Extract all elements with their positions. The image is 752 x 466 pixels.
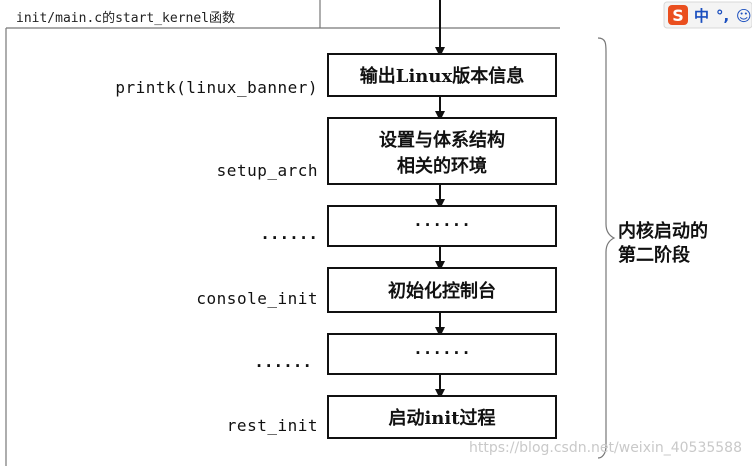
- step-box: [327, 395, 557, 439]
- stage-brace: [597, 37, 616, 459]
- ime-logo-letter: S: [672, 6, 684, 25]
- step-func-label: rest_init: [227, 416, 318, 435]
- step-func-label: ......: [254, 352, 312, 371]
- step-ellipsis-1: ...... ......: [260, 205, 557, 247]
- step-func-label: setup_arch: [217, 161, 318, 180]
- watermark: https://blog.csdn.net/weixin_40535588: [469, 440, 742, 456]
- ime-emoji-icon[interactable]: ☺: [736, 7, 752, 25]
- stage-label-line-1: 内核启动的: [618, 220, 708, 242]
- ime-toolbar[interactable]: S 中 °, ☺: [663, 1, 752, 29]
- step-func-label: printk(linux_banner): [115, 78, 318, 97]
- step-box-text: 初始化控制台: [388, 280, 496, 302]
- step-rest-init: rest_init 启动init过程: [227, 395, 557, 439]
- ime-mode-chinese[interactable]: 中: [694, 7, 709, 25]
- step-func-label: console_init: [196, 289, 318, 308]
- step-printk: printk(linux_banner) 输出Linux版本信息: [115, 53, 557, 97]
- step-box: [327, 267, 557, 313]
- step-box: [327, 333, 557, 375]
- step-func-label: ......: [260, 224, 318, 243]
- step-setup-arch: setup_arch 设置与体系结构 相关的环境: [217, 117, 557, 185]
- step-box-text: 设置与体系结构: [379, 129, 505, 151]
- stage-label-line-2: 第二阶段: [618, 244, 691, 266]
- ime-punctuation[interactable]: °,: [716, 7, 729, 25]
- function-frame: [5, 0, 560, 466]
- stage-label: 内核启动的 第二阶段: [618, 220, 708, 266]
- step-box-text: 输出Linux版本信息: [360, 65, 524, 87]
- step-box-text: ......: [413, 211, 471, 230]
- step-box: [327, 205, 557, 247]
- step-box-text: ......: [413, 339, 471, 358]
- step-box: [327, 53, 557, 97]
- step-box-text: 启动init过程: [388, 407, 495, 429]
- header-title: init/main.c的start_kernel函数: [16, 10, 235, 26]
- ime-logo-icon[interactable]: [668, 5, 688, 25]
- step-box-text: 相关的环境: [397, 155, 487, 177]
- step-console-init: console_init 初始化控制台: [196, 267, 557, 313]
- step-box: [327, 117, 557, 185]
- step-ellipsis-2: ...... ......: [254, 333, 557, 375]
